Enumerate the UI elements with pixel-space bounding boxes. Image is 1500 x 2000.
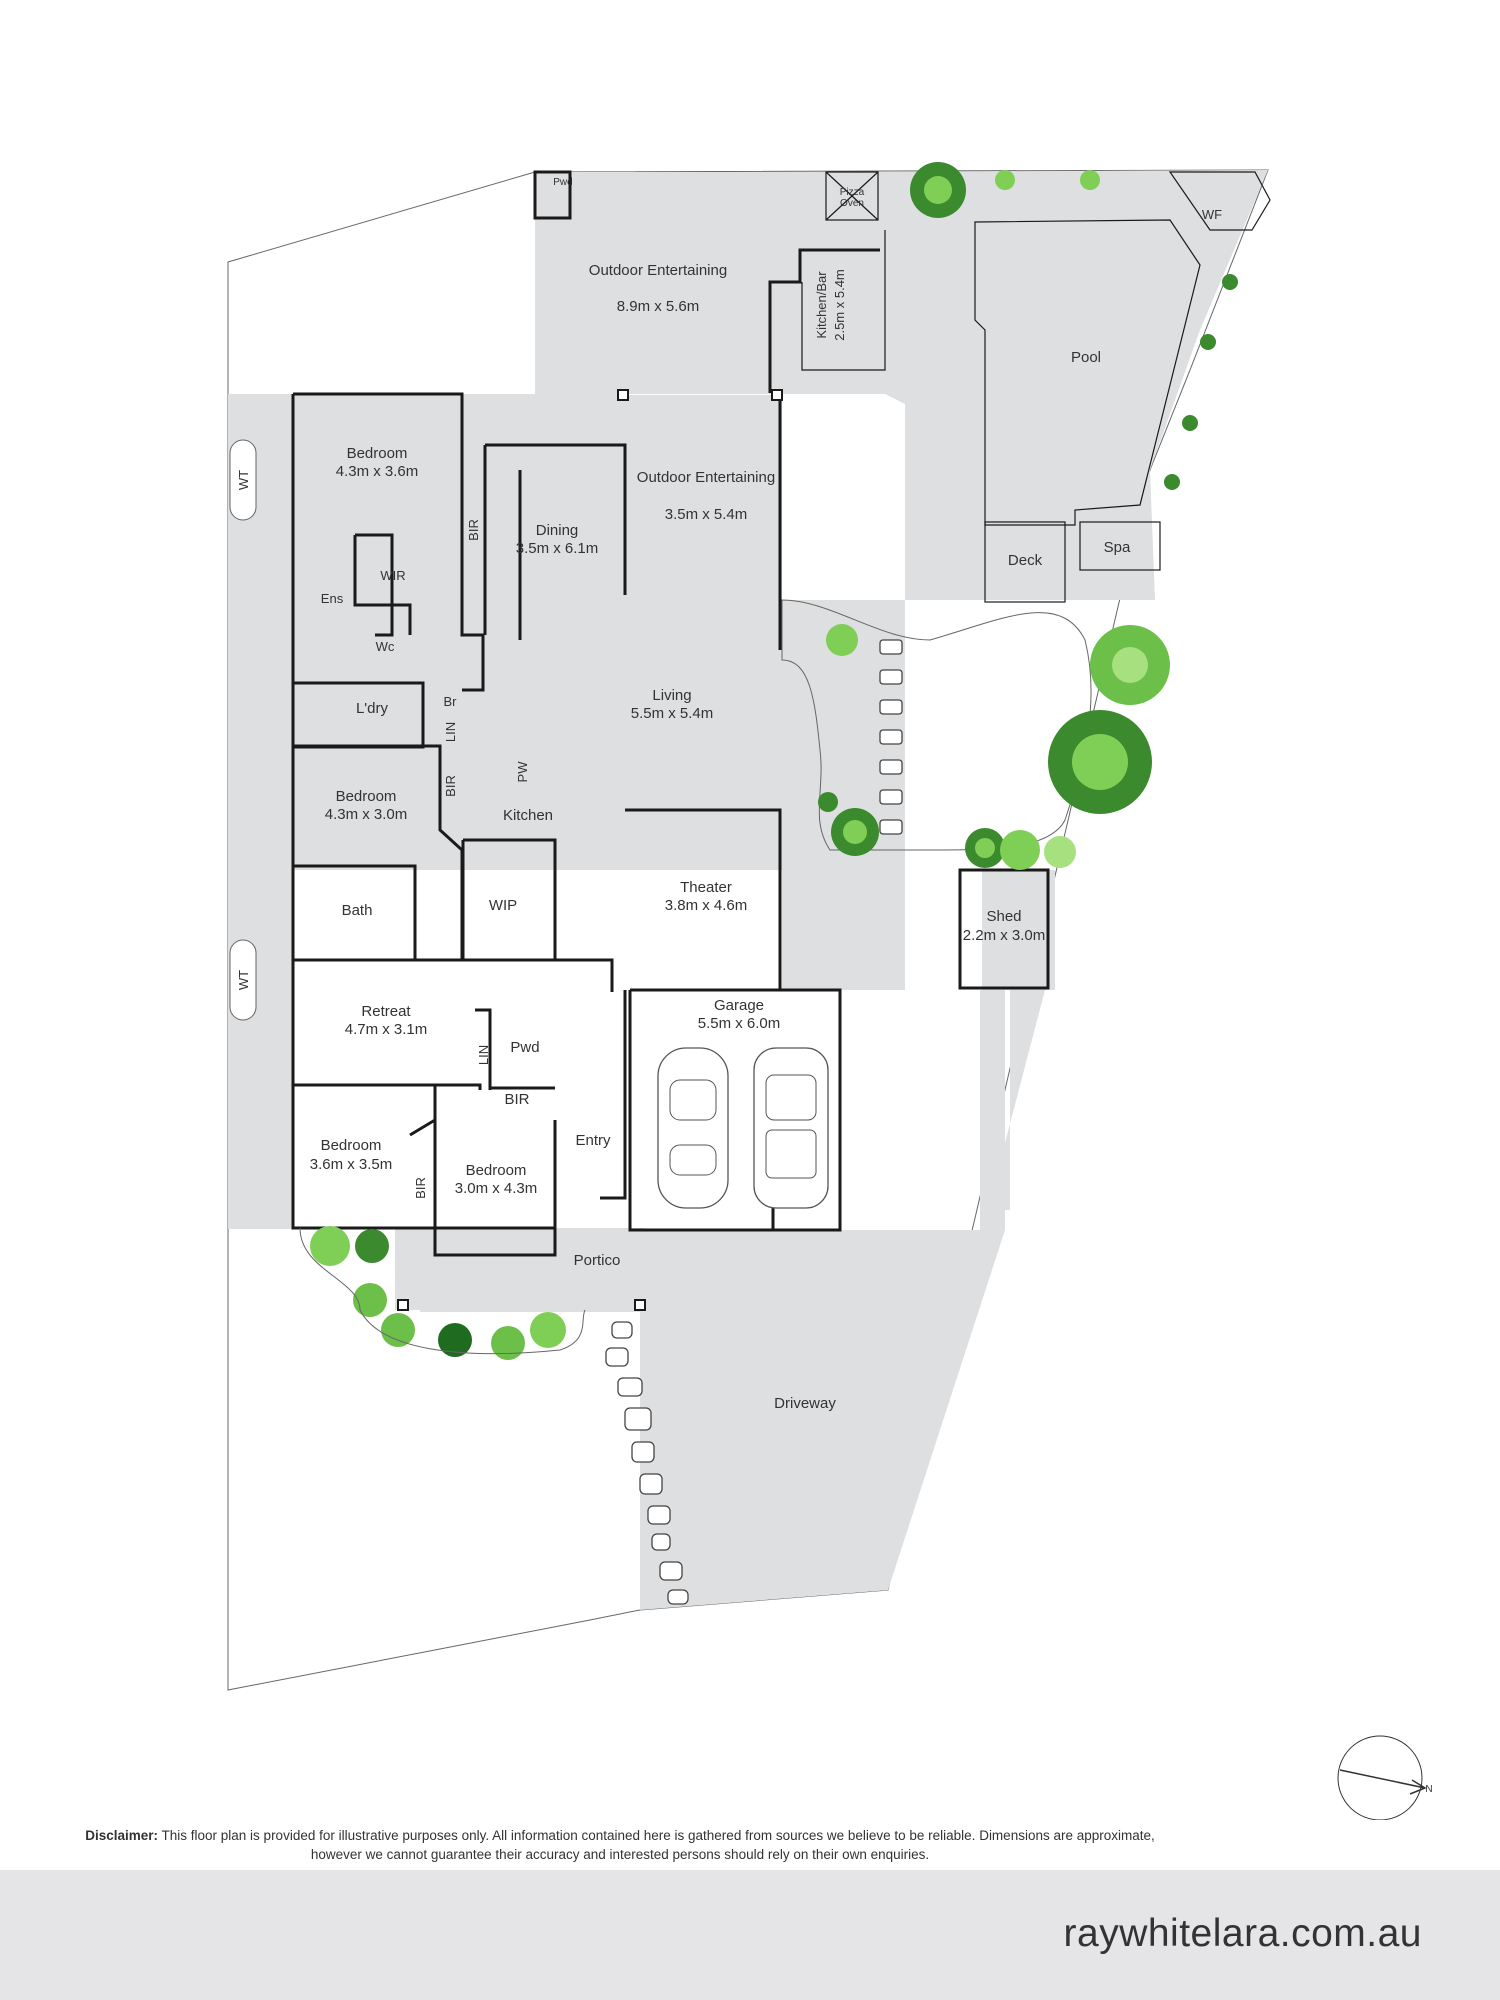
wf-outline [1168,171,1271,231]
outdoor-entertaining-2-dims: 3.5m x 5.4m [665,506,748,523]
footer-bar [0,1870,1500,2000]
pool-outline [974,219,1201,526]
wt-1-name: WT [236,470,251,490]
ens-name: Ens [321,591,344,606]
spa-name: Spa [1104,539,1131,556]
retreat-name: Retreat [361,1003,411,1020]
br-name: Br [444,694,458,709]
stepping-stones [605,639,903,1605]
bedroom-1-dims: 4.3m x 3.6m [336,463,419,480]
pizza-oven-name: Pizza [840,187,865,198]
pool-name: Pool [1071,349,1101,366]
theater-name: Theater [680,879,732,896]
outdoor-entertaining-1-name: Outdoor Entertaining [589,262,727,279]
plants [299,162,1238,1360]
living-name: Living [652,687,691,704]
garden-lawn [781,599,1092,851]
pw-name: PW [515,761,530,783]
bedroom-1-name: Bedroom [347,445,408,462]
bedroom-2-dims: 4.3m x 3.0m [325,806,408,823]
disclaimer-text: This floor plan is provided for illustra… [161,1828,1155,1862]
portico-name: Portico [574,1252,621,1269]
wir-name: WIR [380,568,405,583]
garage-dims: 5.5m x 6.0m [698,1015,781,1032]
deck-outline [984,521,1066,603]
compass-label: N [1425,1784,1432,1795]
dining-dims: 3.5m x 6.1m [516,540,599,557]
kitchen-name: Kitchen [503,807,553,824]
disclaimer-label: Disclaimer: [85,1828,158,1843]
bir-2-name: BIR [443,775,458,797]
pwd-outdoor-name: Pwd [553,177,572,188]
wf-name: WF [1202,207,1222,222]
garage-name: Garage [714,997,764,1014]
laundry-name: L'dry [356,700,389,717]
water-tank-2 [229,939,257,1021]
room-labels: Outdoor Entertaining 8.9m x 5.6m Kitchen… [236,177,1222,1412]
bedroom-3-name: Bedroom [321,1137,382,1154]
spa-outline [1079,521,1161,571]
floor-plan: N Outdoor Entertaining 8.9m x 5.6m Kitch… [227,162,1433,1820]
lin-1-name: LIN [443,722,458,742]
shed-name: Shed [986,908,1021,925]
compass-icon: N [1337,1735,1433,1820]
house-walls [291,392,1050,1257]
lin-2-name: LIN [476,1045,491,1065]
bedroom-2-name: Bedroom [336,788,397,805]
columns [397,389,783,1311]
website-link[interactable]: raywhitelara.com.au [1063,1912,1422,1955]
disclaimer: Disclaimer: This floor plan is provided … [60,1826,1180,1864]
living-dims: 5.5m x 5.4m [631,705,714,722]
bir-3-name: BIR [504,1091,529,1108]
retreat-dims: 4.7m x 3.1m [345,1021,428,1038]
paved-areas [228,170,1268,1610]
outdoor-entertaining-2-name: Outdoor Entertaining [637,469,775,486]
outdoor-kitchen-walls [533,170,886,393]
car-icon [657,1047,729,1209]
pwd-name: Pwd [510,1039,539,1056]
car-icon [753,1047,829,1209]
wt-2-name: WT [236,970,251,990]
shed-dims: 2.2m x 3.0m [963,927,1046,944]
wc-name: Wc [376,639,395,654]
kitchen-bar-dims: 2.5m x 5.4m [832,269,847,341]
entry-name: Entry [575,1132,611,1149]
bir-4-name: BIR [413,1177,428,1199]
water-tank-1 [229,439,257,521]
bedroom-4-dims: 3.0m x 4.3m [455,1180,538,1197]
theater-dims: 3.8m x 4.6m [665,897,748,914]
deck-name: Deck [1008,552,1043,569]
wip-name: WIP [489,897,517,914]
outdoor-entertaining-1-dims: 8.9m x 5.6m [617,298,700,315]
kitchen-bar-name: Kitchen/Bar [814,271,829,339]
bedroom-3-dims: 3.6m x 3.5m [310,1156,393,1173]
bath-name: Bath [342,902,373,919]
dining-name: Dining [536,522,579,539]
bir-1-name: BIR [466,519,481,541]
bedroom-4-name: Bedroom [466,1162,527,1179]
driveway-name: Driveway [774,1395,836,1412]
pizza-oven-name2: Oven [840,198,864,209]
